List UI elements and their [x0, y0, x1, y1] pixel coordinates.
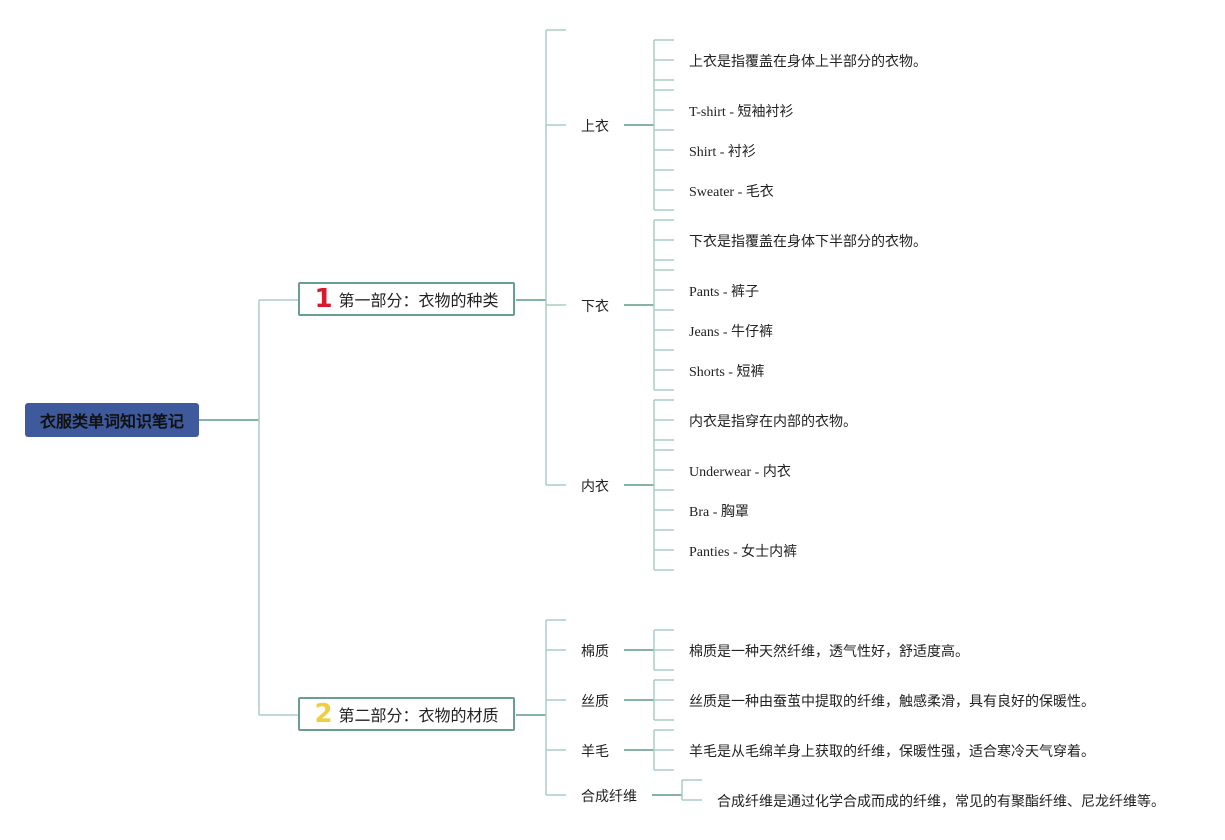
root-node[interactable]: 衣服类单词知识笔记	[25, 403, 199, 437]
number-2-icon: 2	[314, 699, 333, 729]
leaf-node[interactable]: 内衣是指穿在内部的衣物。	[689, 415, 857, 430]
leaf-node[interactable]: 棉质是一种天然纤维，透气性好，舒适度高。	[689, 645, 969, 660]
section-node-1[interactable]: 1 第一部分：衣物的种类	[298, 282, 515, 316]
leaf-node[interactable]: 合成纤维是通过化学合成而成的纤维，常见的有聚酯纤维、尼龙纤维等。	[717, 795, 1165, 810]
leaf-node[interactable]: Bra - 胸罩	[689, 505, 749, 520]
leaf-node[interactable]: Shirt - 衬衫	[689, 145, 756, 160]
leaf-node[interactable]: Sweater - 毛衣	[689, 185, 774, 200]
section-label: 第二部分：衣物的材质	[338, 706, 499, 725]
leaf-node[interactable]: Pants - 裤子	[689, 285, 759, 300]
number-1-icon: 1	[314, 284, 333, 314]
leaf-node[interactable]: 下衣是指覆盖在身体下半部分的衣物。	[689, 235, 927, 250]
category-node-neiyi[interactable]: 内衣	[581, 479, 609, 495]
root-label: 衣服类单词知识笔记	[39, 412, 184, 431]
leaf-node[interactable]: 上衣是指覆盖在身体上半部分的衣物。	[689, 55, 927, 70]
category-node-synthetic[interactable]: 合成纤维	[581, 789, 637, 805]
category-node-silk[interactable]: 丝质	[581, 694, 609, 710]
leaf-node[interactable]: Underwear - 内衣	[689, 465, 791, 480]
category-node-cotton[interactable]: 棉质	[581, 644, 609, 660]
leaf-node[interactable]: Jeans - 牛仔裤	[689, 325, 773, 340]
category-node-shangyi[interactable]: 上衣	[581, 119, 609, 135]
category-node-xiayi[interactable]: 下衣	[581, 299, 609, 315]
leaf-node[interactable]: 丝质是一种由蚕茧中提取的纤维，触感柔滑，具有良好的保暖性。	[689, 695, 1095, 710]
category-node-wool[interactable]: 羊毛	[581, 744, 609, 760]
leaf-node[interactable]: Shorts - 短裤	[689, 365, 765, 380]
section-node-2[interactable]: 2 第二部分：衣物的材质	[298, 697, 515, 731]
section-label: 第一部分：衣物的种类	[338, 291, 499, 310]
leaf-node[interactable]: T-shirt - 短袖衬衫	[689, 105, 794, 120]
leaf-node[interactable]: Panties - 女士内裤	[689, 545, 798, 560]
leaf-node[interactable]: 羊毛是从毛绵羊身上获取的纤维，保暖性强，适合寒冷天气穿着。	[689, 745, 1095, 760]
